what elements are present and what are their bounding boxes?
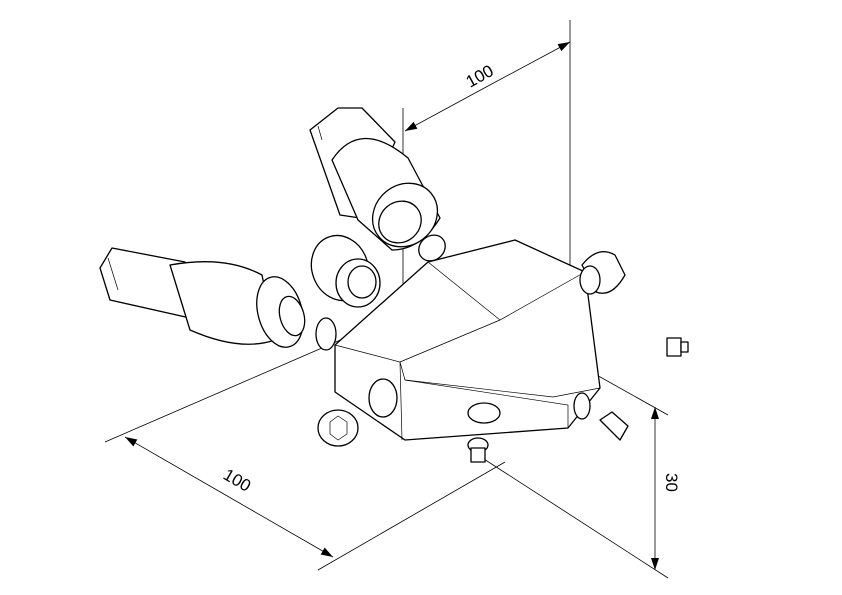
upper-connector (309, 107, 446, 262)
dimension-height: 30 (651, 407, 681, 570)
hex-nut (310, 234, 381, 308)
left-connector (99, 247, 337, 351)
dimension-label-bottom: 100 (220, 465, 254, 496)
screws (317, 337, 689, 463)
dimension-bottom: 100 (124, 436, 334, 558)
cap-plug (579, 251, 626, 295)
dimension-label-height: 30 (662, 473, 681, 492)
dimension-label-top: 100 (463, 61, 497, 91)
dimension-top: 100 (404, 41, 571, 132)
manifold-body (334, 239, 601, 441)
